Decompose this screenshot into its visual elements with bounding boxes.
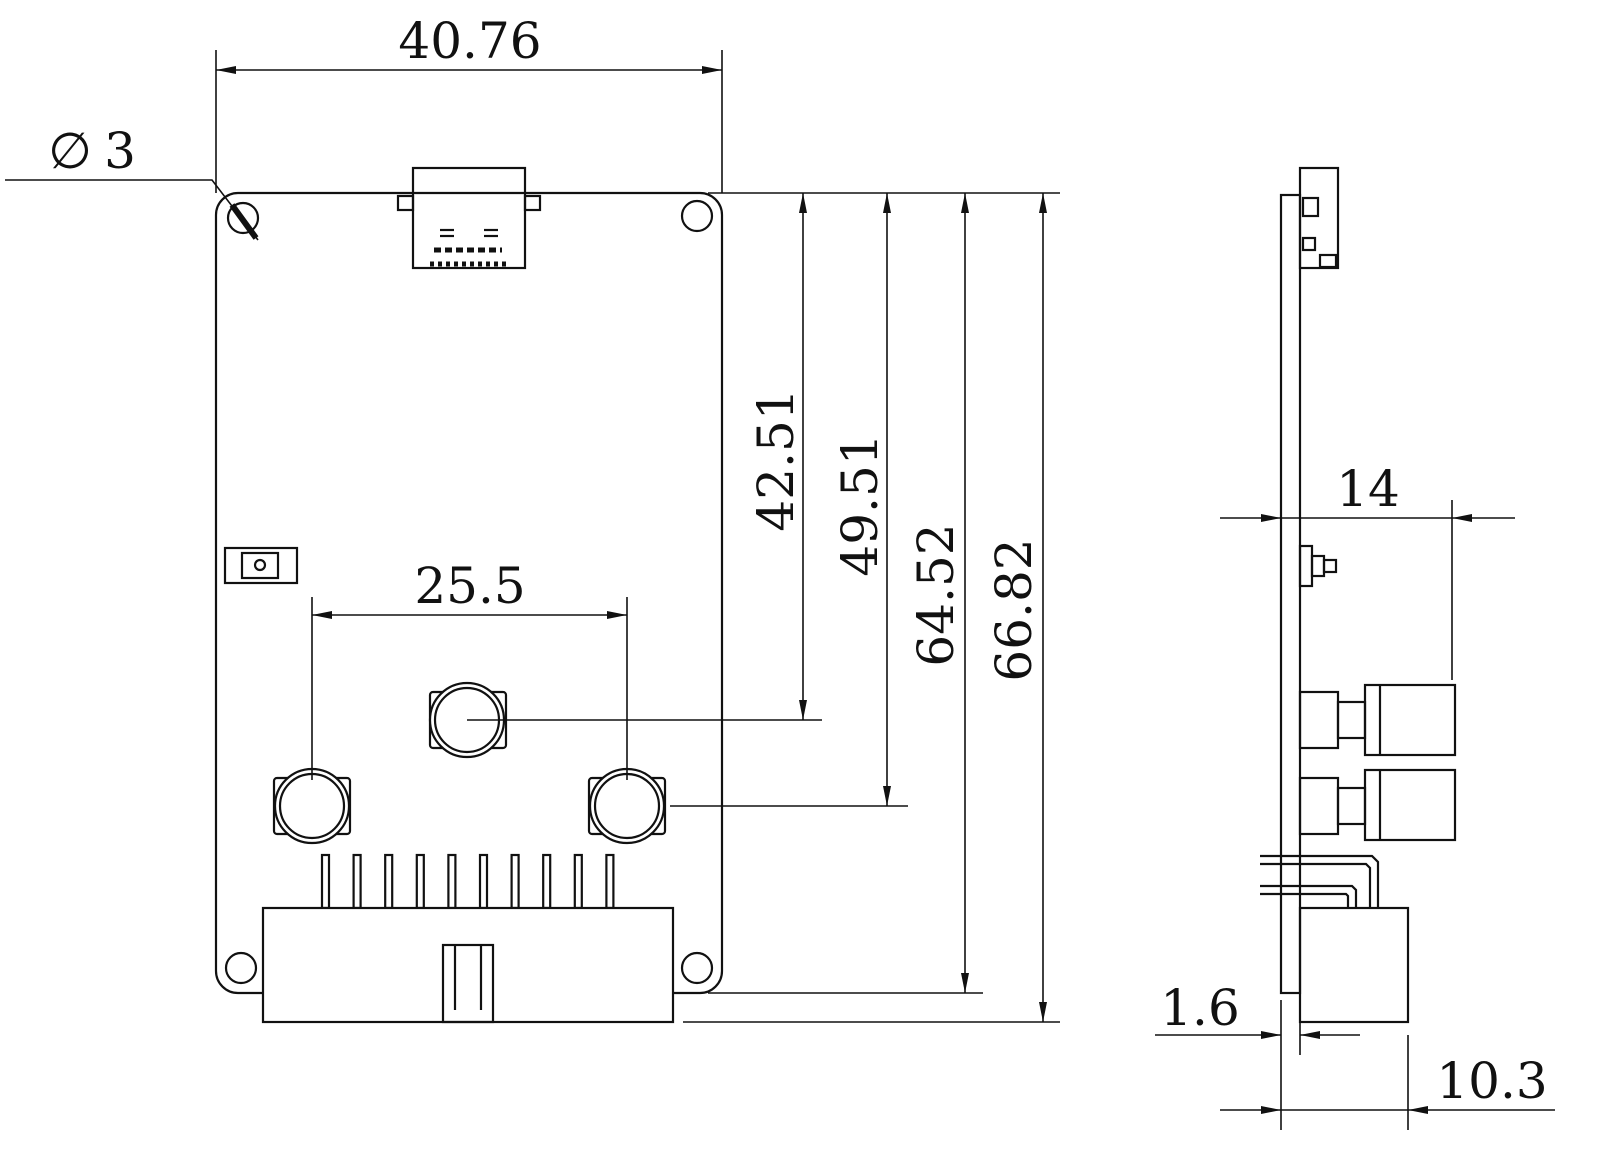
header-pin [320,853,331,910]
push-button-side [1298,683,1457,842]
slide-switch [223,546,299,585]
header-pin [415,853,425,910]
slide-switch-side [1298,544,1338,588]
side-dimension-lines [1155,500,1555,1130]
front-view: 40.76 ∅ 3 25.5 42.51 49.51 64.52 66.82 [5,12,1060,1024]
dim-center-button-height: 42.51 [747,388,805,531]
header-pin [352,853,362,910]
dimension-lines [5,50,1060,1023]
mounting-hole [680,951,714,985]
dim-board-height: 64.52 [907,523,965,666]
dim-header-depth: 10.3 [1436,1052,1547,1110]
header-pin [447,853,457,910]
header-body [261,906,675,1024]
dim-side-button-height: 49.51 [831,433,889,576]
dim-button-spacing: 25.5 [414,557,525,615]
push-button-right [587,767,667,845]
header-pin [573,853,583,910]
header-pin [542,853,552,910]
header-pin [384,853,394,910]
header-key-slot [441,943,495,1024]
pcb-side [1279,193,1302,995]
push-buttons [272,681,667,845]
push-button-left [272,767,352,845]
pin-header-side [1260,854,1410,1024]
usb-connector [396,166,542,270]
usb-connector-side [1298,166,1340,270]
dim-hole-diameter-symbol: ∅ [48,122,92,180]
header-pin [605,853,615,910]
dim-pcb-thickness: 1.6 [1160,979,1240,1037]
mounting-hole [226,201,260,235]
dim-overall-height: 66.82 [985,538,1043,681]
dim-board-width: 40.76 [398,12,541,70]
dim-button-depth: 14 [1336,460,1400,518]
header-pin [510,853,520,910]
pin-header [261,853,675,1024]
header-pin [478,853,489,910]
mounting-hole [224,951,258,985]
dim-hole-diameter: 3 [104,122,136,180]
mounting-hole [680,199,714,233]
side-view: 14 1.6 10.3 [1155,166,1555,1130]
